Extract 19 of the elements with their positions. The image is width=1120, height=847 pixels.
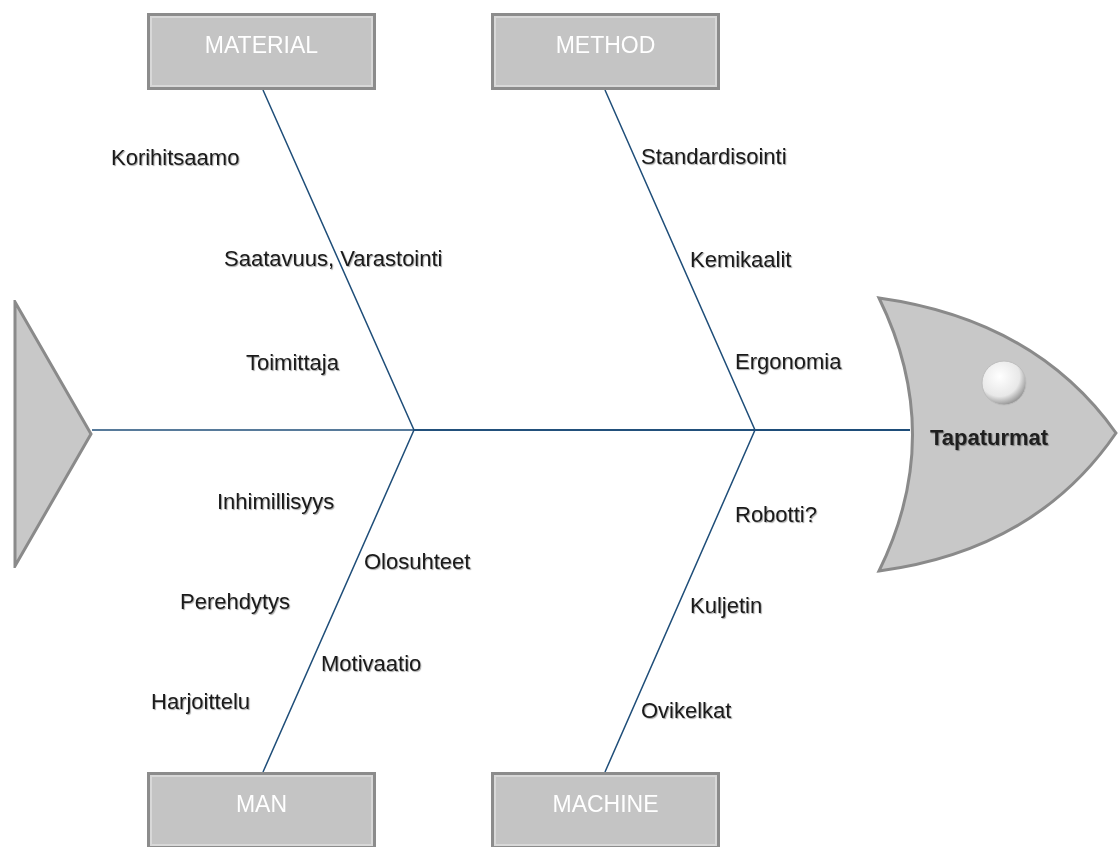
cause-label: Kuljetin [690, 592, 763, 620]
cause-label: Robotti? [735, 501, 817, 529]
cause-label: Korihitsaamo [111, 144, 240, 172]
category-box: MACHINE [491, 772, 720, 847]
category-box: MAN [147, 772, 376, 847]
effect-label: Tapaturmat [930, 424, 1049, 452]
cause-label: Olosuhteet [364, 548, 471, 576]
category-box: MATERIAL [147, 13, 376, 90]
cause-label: Inhimillisyys [217, 488, 335, 516]
cause-label: Saatavuus, Varastointi [224, 245, 443, 273]
category-box: METHOD [491, 13, 720, 90]
cause-label: Standardisointi [641, 143, 787, 171]
cause-label: Kemikaalit [690, 246, 792, 274]
cause-label: Ergonomia [735, 348, 842, 376]
cause-label: Perehdytys [180, 588, 291, 616]
cause-label: Ovikelkat [641, 697, 732, 725]
cause-label: Motivaatio [321, 650, 422, 678]
cause-label: Toimittaja [246, 349, 339, 377]
cause-label: Harjoittelu [151, 688, 251, 716]
